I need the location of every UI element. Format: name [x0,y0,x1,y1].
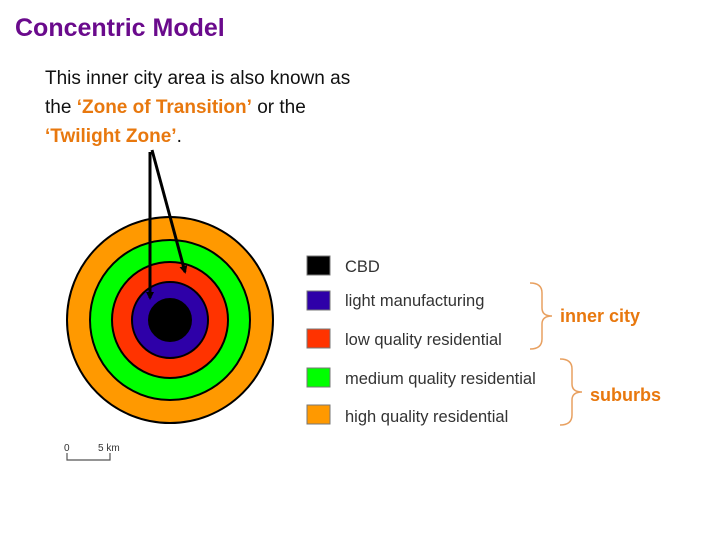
intro-text: This inner city area is also known as th… [45,64,465,151]
intro-line-3-suffix: . [176,126,182,147]
legend-label-high-quality-residential: high quality residential [345,408,508,426]
arrow-right [150,149,188,274]
legend-item-high-quality-residential: high quality residential [306,404,508,426]
legend-label-low-quality-residential: low quality residential [345,331,502,349]
pointer-arrows [146,149,188,300]
inner-city-label: inner city [560,306,640,326]
ring-cbd [148,298,192,342]
scale-bar: 0 5 km [64,443,120,461]
page-title: Concentric Model [15,14,225,42]
legend: CBD light manufacturing low quality resi… [306,255,536,426]
legend-swatch-cbd [306,255,331,276]
suburbs-brace [559,358,583,426]
legend-item-light-manufacturing: light manufacturing [306,290,484,311]
scale-label-five-km: 5 km [98,443,120,454]
suburbs-label: suburbs [590,385,661,405]
intro-line-2-prefix: the [45,97,77,118]
concentric-rings [66,216,274,424]
inner-city-brace [529,282,553,350]
legend-swatch-light-manufacturing [306,290,331,311]
legend-label-cbd: CBD [345,258,380,276]
legend-label-medium-quality-residential: medium quality residential [345,370,536,388]
legend-item-medium-quality-residential: medium quality residential [306,367,536,388]
scale-line [66,453,111,461]
legend-label-light-manufacturing: light manufacturing [345,292,484,310]
twilight-zone-term: ‘Twilight Zone’ [45,126,177,147]
legend-swatch-medium-quality-residential [306,367,331,388]
zone-of-transition-term: ‘Zone of Transition’ [76,97,252,118]
legend-swatch-high-quality-residential [306,404,331,425]
intro-line-2-suffix: or the [251,97,306,118]
legend-swatch-low-quality-residential [306,328,331,349]
intro-line-1: This inner city area is also known as [45,68,351,89]
scale-label-zero: 0 [64,443,70,454]
legend-item-cbd: CBD [306,255,380,276]
legend-item-low-quality-residential: low quality residential [306,328,502,349]
